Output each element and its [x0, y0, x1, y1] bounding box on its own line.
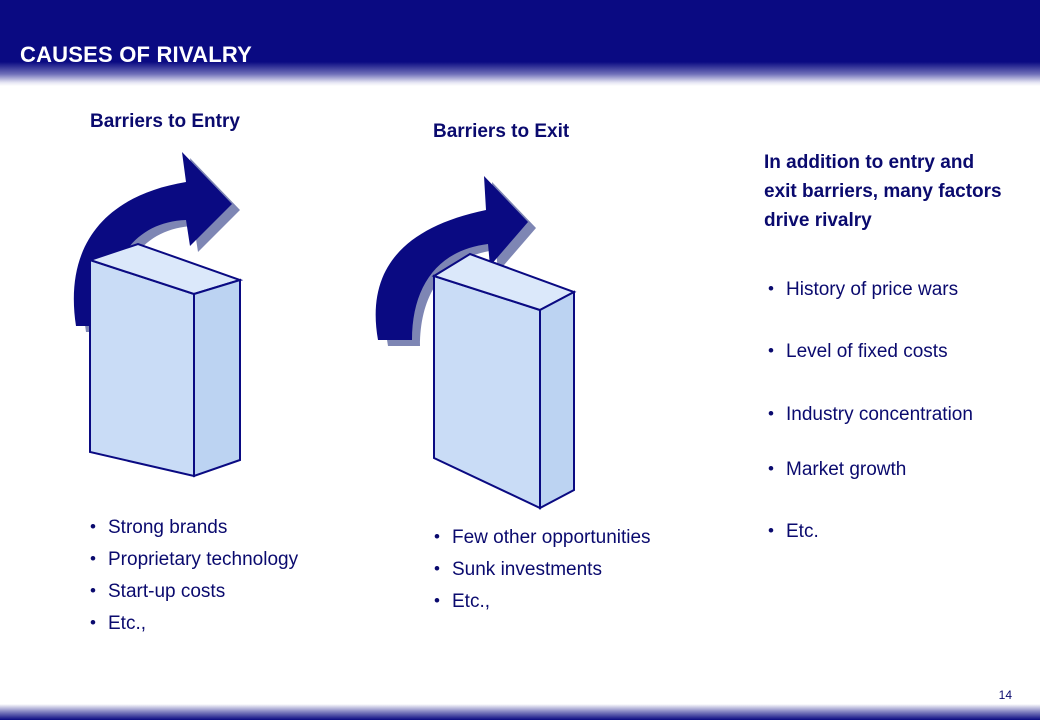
exit-barrier-graphic [375, 176, 577, 510]
factors-list: History of price wars Level of fixed cos… [768, 277, 976, 544]
list-item: Start-up costs [90, 575, 298, 608]
list-item: Etc. [768, 519, 976, 544]
slide-title: CAUSES OF RIVALRY [20, 42, 252, 67]
entry-list: Strong brands Proprietary technology Sta… [90, 511, 298, 640]
list-item: Level of fixed costs [768, 339, 976, 364]
list-item: Sunk investments [434, 553, 651, 586]
footer-bar [0, 704, 1040, 720]
list-item: Proprietary technology [90, 543, 298, 576]
list-item: Industry concentration [768, 401, 976, 428]
exit-list: Few other opportunities Sunk investments… [434, 521, 651, 618]
exit-heading: Barriers to Exit [433, 121, 570, 142]
curved-arrow-icon [375, 176, 536, 346]
list-item: Strong brands [90, 511, 298, 544]
entry-barrier-graphic [73, 152, 244, 478]
list-item: Etc., [434, 585, 651, 618]
barrier-box-icon [431, 252, 577, 510]
list-item: Etc., [90, 607, 298, 640]
page-number: 14 [998, 688, 1012, 702]
list-item: History of price wars [768, 277, 976, 302]
curved-arrow-icon [73, 152, 240, 332]
barrier-box-icon [86, 242, 244, 478]
header-bar: CAUSES OF RIVALRY [0, 0, 1040, 86]
list-item: Market growth [768, 457, 976, 482]
list-item: Few other opportunities [434, 521, 651, 554]
entry-heading: Barriers to Entry [90, 111, 240, 132]
factors-intro: In addition to entry and exit barriers, … [764, 152, 1002, 231]
